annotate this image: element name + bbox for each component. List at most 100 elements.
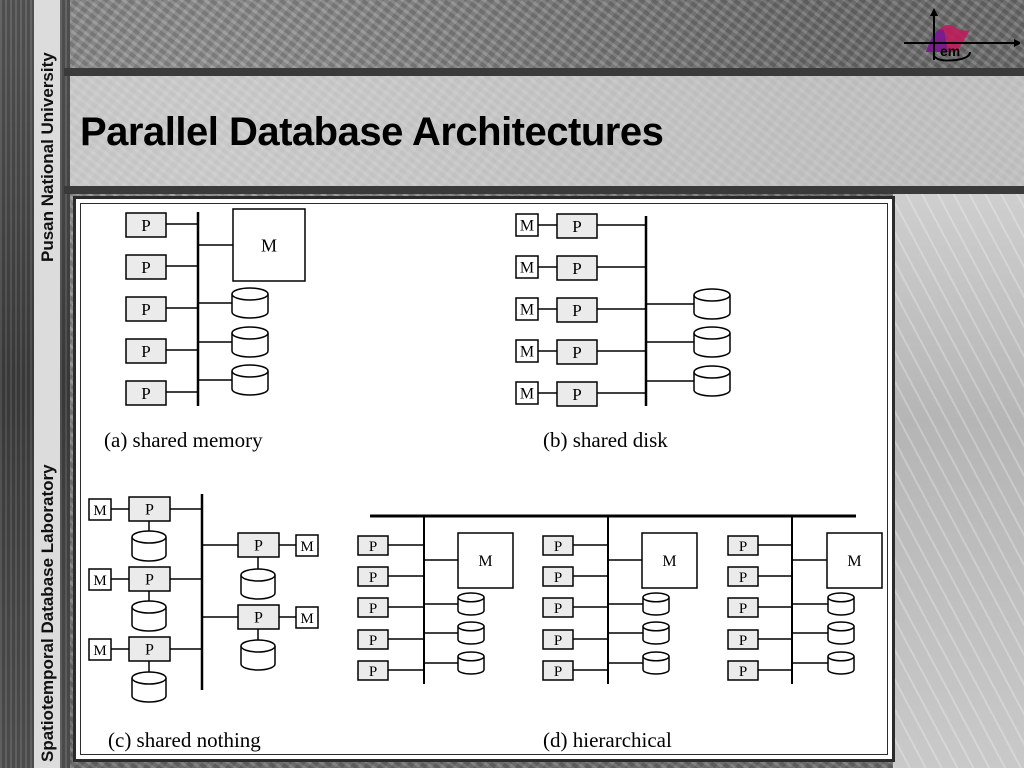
- memory-label: M: [520, 344, 534, 361]
- disk-top: [457, 592, 485, 603]
- title-top-rule: [64, 68, 1024, 76]
- slide-title: Parallel Database Architectures: [80, 110, 664, 154]
- memory-box: [295, 534, 319, 557]
- processor-label: P: [554, 539, 562, 555]
- disk: [693, 372, 731, 397]
- title-bottom-rule: [64, 186, 1024, 194]
- processor-label: P: [739, 664, 747, 680]
- processor-box: [556, 255, 598, 281]
- disk-top: [231, 326, 269, 340]
- vertical-label-bar: [34, 0, 60, 768]
- memory-label: M: [300, 611, 313, 627]
- disk-top: [642, 651, 670, 662]
- processor-label: P: [141, 216, 150, 235]
- processor-label: P: [739, 633, 747, 649]
- processor-box: [125, 254, 167, 280]
- processor-label: P: [369, 664, 377, 680]
- processor-label: P: [554, 570, 562, 586]
- disk: [693, 333, 731, 358]
- processor-label: P: [145, 572, 154, 589]
- processor-label: P: [739, 570, 747, 586]
- background-photo-right: [893, 190, 1024, 768]
- memory-box: [641, 532, 698, 589]
- disk-top: [642, 621, 670, 632]
- disk-top: [131, 600, 167, 614]
- disk-top: [231, 287, 269, 301]
- processor-label: P: [141, 384, 150, 403]
- memory-label: M: [520, 218, 534, 235]
- processor-label: P: [572, 301, 581, 320]
- processor-box: [125, 296, 167, 322]
- processor-label: P: [572, 259, 581, 278]
- em-logo: em: [904, 8, 1020, 62]
- memory-label: M: [93, 573, 106, 589]
- memory-label: M: [261, 235, 277, 255]
- disk-top: [693, 326, 731, 340]
- memory-label: M: [478, 553, 492, 570]
- processor-label: P: [739, 601, 747, 617]
- processor-label: P: [369, 633, 377, 649]
- processor-box: [125, 380, 167, 406]
- processor-label: P: [739, 539, 747, 555]
- processor-label: P: [554, 601, 562, 617]
- disk-top: [642, 592, 670, 603]
- disk-top: [827, 621, 855, 632]
- processor-box: [125, 338, 167, 364]
- processor-label: P: [369, 539, 377, 555]
- processor-box: [556, 339, 598, 365]
- disk: [131, 537, 167, 562]
- disk: [231, 333, 269, 358]
- disk-top: [827, 592, 855, 603]
- processor-label: P: [572, 217, 581, 236]
- processor-label: P: [572, 343, 581, 362]
- disk: [131, 678, 167, 703]
- memory-box: [457, 532, 514, 589]
- memory-label: M: [93, 643, 106, 659]
- logo-text: em: [940, 43, 960, 59]
- memory-label: M: [93, 503, 106, 519]
- processor-box: [128, 566, 171, 592]
- disk-top: [240, 568, 276, 582]
- memory-box: [232, 208, 306, 282]
- memory-label: M: [520, 302, 534, 319]
- disk-top: [231, 364, 269, 378]
- disk: [231, 294, 269, 319]
- memory-label: M: [847, 553, 861, 570]
- disk: [231, 371, 269, 396]
- processor-box: [556, 381, 598, 407]
- processor-label: P: [369, 601, 377, 617]
- disk-top: [131, 530, 167, 544]
- processor-label: P: [254, 610, 263, 627]
- processor-box: [556, 297, 598, 323]
- processor-label: P: [554, 664, 562, 680]
- memory-label: M: [300, 539, 313, 555]
- disk-top: [693, 365, 731, 379]
- memory-box: [295, 606, 319, 629]
- disk-top: [240, 639, 276, 653]
- processor-label: P: [141, 342, 150, 361]
- disk: [240, 646, 276, 671]
- disk: [131, 607, 167, 632]
- disk: [240, 575, 276, 600]
- processor-label: P: [572, 385, 581, 404]
- memory-label: M: [520, 260, 534, 277]
- processor-box: [556, 213, 598, 239]
- processor-label: P: [141, 258, 150, 277]
- disk: [693, 295, 731, 320]
- disk-top: [827, 651, 855, 662]
- title-band: [70, 76, 1024, 188]
- disk-top: [693, 288, 731, 302]
- processor-label: P: [145, 502, 154, 519]
- processor-label: P: [369, 570, 377, 586]
- caption-hierarchical: (d) hierarchical: [543, 728, 672, 752]
- disk-top: [131, 671, 167, 685]
- disk-top: [457, 621, 485, 632]
- disk-top: [457, 651, 485, 662]
- memory-label: M: [662, 553, 676, 570]
- processor-label: P: [554, 633, 562, 649]
